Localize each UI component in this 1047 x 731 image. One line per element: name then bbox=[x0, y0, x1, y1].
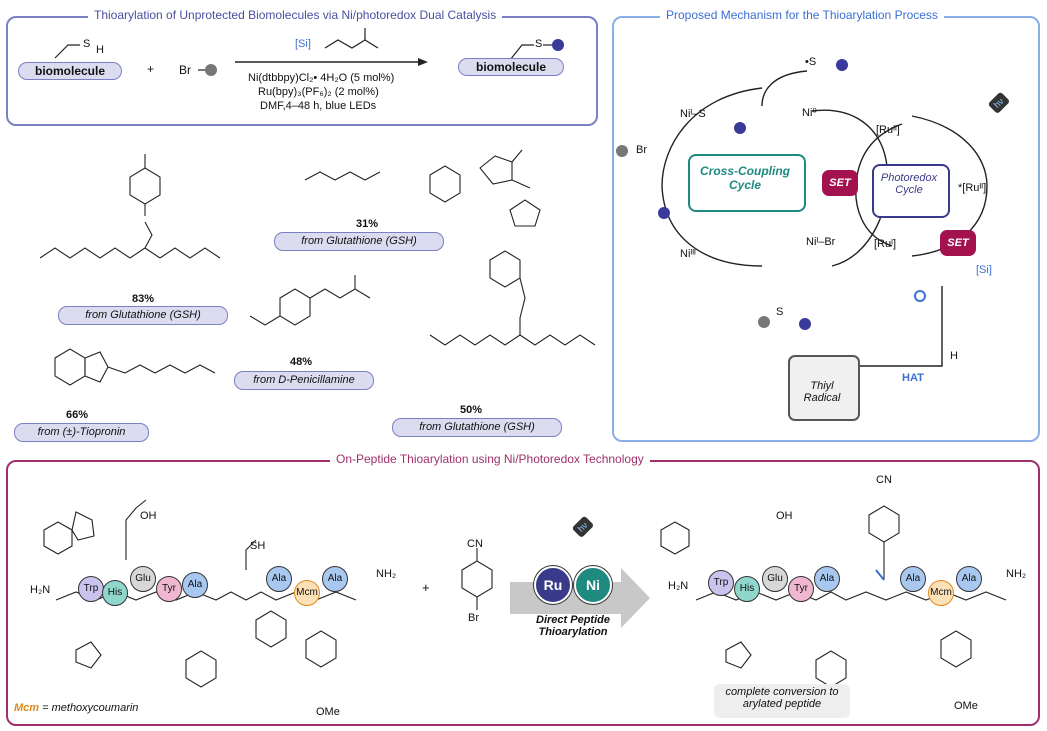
scheme-biomolecule-pill: biomolecule bbox=[18, 62, 122, 80]
mech-si-label: [Si] bbox=[976, 264, 992, 276]
aryl-cn-label: CN bbox=[467, 538, 483, 550]
mech-thiol-h: H bbox=[950, 350, 958, 362]
peptide-cooh-right: OH bbox=[776, 510, 793, 522]
product-residue-ala-1: Ala bbox=[814, 566, 840, 592]
product-residue-ala-3: Ala bbox=[956, 566, 982, 592]
scheme-drawing bbox=[54, 28, 564, 76]
ru2-star-label: *[Ruᴵᴵ] bbox=[958, 182, 987, 194]
peptide-nh2-right: NH₂ bbox=[1006, 568, 1027, 580]
scheme-h-label: H bbox=[96, 44, 104, 56]
example-2-source: from Glutathione (GSH) bbox=[274, 232, 444, 251]
thiyl-radical-label: Thiyl Radical bbox=[803, 380, 841, 404]
scheme-condition-3: DMF,4–48 h, blue LEDs bbox=[260, 100, 377, 112]
ni3-label: Niᴵᴵᴵ bbox=[680, 248, 696, 260]
cross-coupling-cycle-label: Cross-Coupling Cycle bbox=[700, 164, 790, 192]
scheme-product-pill: biomolecule bbox=[458, 58, 564, 76]
conversion-note: complete conversion to arylated peptide bbox=[714, 684, 850, 718]
hat-label: HAT bbox=[902, 372, 924, 384]
residue-trp: Trp bbox=[78, 576, 104, 602]
scheme-br-label: Br bbox=[179, 63, 191, 77]
residue-ala-3: Ala bbox=[322, 566, 348, 592]
product-residue-his: His bbox=[734, 576, 760, 602]
example-5-source: from Glutathione (GSH) bbox=[392, 418, 562, 437]
peptide-cooh-left: OH bbox=[140, 510, 157, 522]
mechanism-title: Proposed Mechanism for the Thioarylation… bbox=[660, 8, 944, 22]
residue-mcm: Mcm bbox=[294, 580, 320, 606]
example-5-yield: 50% bbox=[460, 404, 483, 416]
thiyl-radical-box bbox=[788, 355, 860, 421]
residue-his: His bbox=[102, 580, 128, 606]
scheme-condition-2: Ru(bpy)₃(PF₆)₂ (2 mol%) bbox=[258, 86, 379, 98]
peptide-nh2-left: NH₂ bbox=[376, 568, 397, 580]
scheme-title: Thioarylation of Unprotected Biomolecule… bbox=[88, 8, 503, 22]
set-badge-1: SET bbox=[822, 170, 858, 196]
scheme-product-s-label: S bbox=[535, 38, 543, 50]
mcm-text: = methoxycoumarin bbox=[42, 702, 139, 714]
ni0-label: Ni⁰ bbox=[802, 107, 817, 119]
photoredox-cycle-box bbox=[872, 164, 950, 218]
scheme-condition-1: Ni(dtbbpy)Cl₂• 4H₂O (5 mol%) bbox=[248, 72, 395, 84]
ru-catalyst-circle: Ru bbox=[534, 566, 572, 604]
residue-tyr: Tyr bbox=[156, 576, 182, 602]
direct-thioarylation-label: Direct Peptide Thioarylation bbox=[536, 614, 610, 638]
residue-ala-2: Ala bbox=[266, 566, 292, 592]
product-residue-glu: Glu bbox=[762, 566, 788, 592]
ni-catalyst-circle: Ni bbox=[574, 566, 612, 604]
product-residue-tyr: Tyr bbox=[788, 576, 814, 602]
mcm-definition: Mcm = methoxycoumarin bbox=[14, 702, 138, 714]
examples-structures bbox=[39, 149, 596, 386]
aryl-br-label: Br bbox=[468, 612, 479, 624]
mech-br-label: Br bbox=[636, 144, 647, 156]
peptide-ome-right: OMe bbox=[954, 700, 978, 712]
example-3-yield: 48% bbox=[290, 356, 313, 368]
cross-coupling-cycle-box bbox=[688, 154, 806, 212]
residue-ala-1: Ala bbox=[182, 572, 208, 598]
peptide-plus: + bbox=[422, 580, 430, 595]
residue-glu: Glu bbox=[130, 566, 156, 592]
scheme-s-label: S bbox=[83, 38, 91, 50]
example-1-yield: 83% bbox=[132, 293, 155, 305]
scheme-si-label: [Si] bbox=[295, 38, 311, 50]
peptide-title: On-Peptide Thioarylation using Ni/Photor… bbox=[330, 452, 650, 466]
example-1-source: from Glutathione (GSH) bbox=[58, 306, 228, 325]
peptide-h2n-right: H₂N bbox=[668, 580, 689, 592]
ni1-s-label: Niᴵ–S bbox=[680, 108, 706, 120]
example-4-yield: 66% bbox=[66, 409, 89, 421]
peptide-h2n-left: H₂N bbox=[30, 584, 51, 596]
product-cn-label: CN bbox=[876, 474, 892, 486]
mech-product-s: S bbox=[776, 306, 784, 318]
ni1-br-label: Niᴵ–Br bbox=[806, 236, 836, 248]
peptide-ome-left: OMe bbox=[316, 706, 340, 718]
example-3-source: from D-Penicillamine bbox=[234, 371, 374, 390]
ru1-label: [Ruᴵ] bbox=[874, 238, 897, 250]
example-4-source: from (±)-Tiopronin bbox=[14, 423, 149, 442]
product-residue-mcm: Mcm bbox=[928, 580, 954, 606]
product-residue-trp: Trp bbox=[708, 570, 734, 596]
product-residue-ala-2: Ala bbox=[900, 566, 926, 592]
mcm-abbr: Mcm bbox=[14, 702, 40, 714]
ru2-label: [Ruᴵᴵ] bbox=[876, 124, 900, 136]
photoredox-cycle-label: Photoredox Cycle bbox=[880, 172, 938, 196]
mech-s-radical: •S bbox=[805, 56, 817, 68]
peptide-sh-label: SH bbox=[250, 540, 266, 552]
scheme-plus: + bbox=[147, 62, 155, 76]
set-badge-2: SET bbox=[940, 230, 976, 256]
example-2-yield: 31% bbox=[356, 218, 379, 230]
